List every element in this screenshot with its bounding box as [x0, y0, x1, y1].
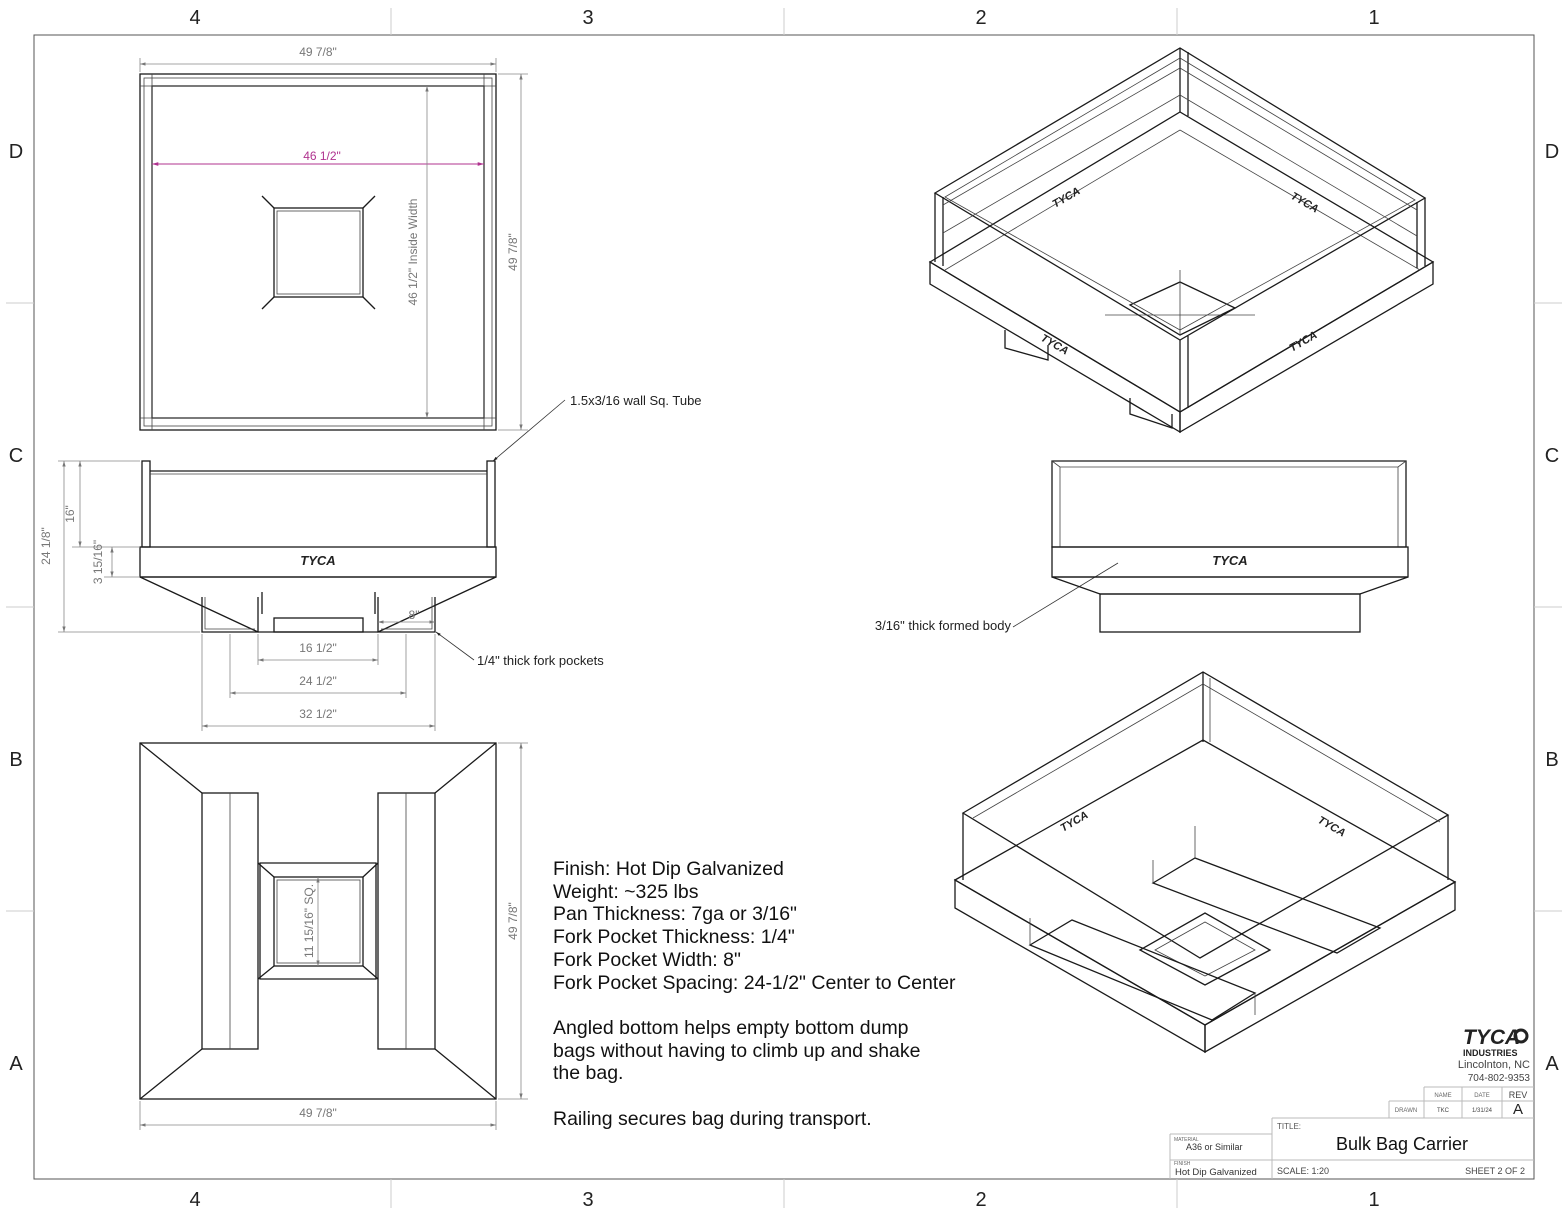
dim-top-width: 49 7/8" [299, 45, 337, 59]
callout-tube-text: 1.5x3/16 wall Sq. Tube [570, 393, 702, 408]
dim-hole-square: 11 15/16" SQ. [302, 884, 316, 958]
dim-front-total-height: 24 1/8" [39, 527, 53, 565]
zone-col-4-top: 4 [189, 7, 200, 29]
note-line: Angled bottom helps empty bottom dump [553, 1016, 909, 1039]
dim-bottom-height: 49 7/8" [506, 902, 520, 940]
tb-material-label: MATERIAL [1174, 1137, 1199, 1143]
zone-col-3-bottom: 3 [582, 1189, 593, 1211]
dim-inside-width-pink: 46 1/2" [303, 149, 341, 163]
zone-row-a-right: A [1545, 1053, 1559, 1075]
callout-body: 3/16" thick formed body [875, 562, 1119, 633]
iso-top-view: TYCA TYCA TYCA TYCA [928, 47, 1435, 434]
zone-col-1-bottom: 1 [1368, 1189, 1379, 1211]
zone-row-c-left: C [9, 445, 23, 467]
front-view-logo: TYCA [300, 553, 335, 568]
general-notes: Finish: Hot Dip Galvanized Weight: ~325 … [553, 858, 1013, 1130]
dim-side-height: 49 7/8" [506, 233, 520, 271]
tb-drawn-label: DRAWN [1395, 1108, 1417, 1114]
zone-labels: 4 3 2 1 4 3 2 1 D C B A D C B A [9, 7, 1560, 1211]
note-line: Railing secures bag during transport. [553, 1107, 872, 1130]
tb-title-label: TITLE: [1277, 1122, 1301, 1131]
dim-inside-width-vertical: 46 1/2" Inside Width [406, 199, 420, 306]
note-line: Fork Pocket Thickness: 1/4" [553, 926, 795, 949]
note-line: Fork Pocket Width: 8" [553, 948, 741, 971]
tb-name-header: NAME [1434, 1093, 1451, 1099]
callout-tube: 1.5x3/16 wall Sq. Tube [492, 393, 702, 462]
note-line: the bag. [553, 1062, 624, 1085]
dim-bottom-width: 49 7/8" [299, 1106, 337, 1120]
zone-col-2-top: 2 [975, 7, 986, 29]
tb-rev: A [1513, 1101, 1523, 1118]
callout-fork-pockets-text: 1/4" thick fork pockets [477, 653, 604, 668]
iso-top-logo-1: TYCA [1051, 185, 1083, 210]
tb-rev-header: REV [1509, 1090, 1528, 1100]
note-line: Weight: ~325 lbs [553, 880, 699, 903]
top-view [139, 73, 497, 431]
company-logo-industries: INDUSTRIES [1463, 1048, 1518, 1058]
dim-front-band-height: 3 15/16" [91, 540, 105, 584]
callout-fork-pockets: 1/4" thick fork pockets [435, 631, 604, 668]
tb-title: Bulk Bag Carrier [1336, 1134, 1468, 1154]
zone-row-d-right: D [1545, 141, 1559, 163]
iso-bottom-view: TYCA TYCA [953, 671, 1457, 1054]
zone-row-b-right: B [1545, 749, 1558, 771]
note-line: Pan Thickness: 7ga or 3/16" [553, 903, 797, 926]
tb-sheet: SHEET 2 OF 2 [1465, 1166, 1525, 1176]
front-view-dimensions: 24 1/8" 16" 3 15/16" 8" 16 1/2" 24 1/2" … [39, 460, 436, 731]
dim-front-rail-height: 16" [63, 505, 77, 523]
zone-row-b-left: B [9, 749, 22, 771]
tb-date-header: DATE [1474, 1093, 1490, 1099]
company-phone: 704-802-9353 [1468, 1073, 1531, 1084]
callout-body-text: 3/16" thick formed body [875, 618, 1012, 633]
zone-row-d-left: D [9, 141, 23, 163]
zone-col-1-top: 1 [1368, 7, 1379, 29]
note-line: Fork Pocket Spacing: 24-1/2" Center to C… [553, 971, 956, 994]
title-block: NAME DATE REV DRAWN TKC 1/31/24 A TITLE:… [1169, 1086, 1534, 1179]
tb-material: A36 or Similar [1186, 1142, 1243, 1152]
tb-drawn-date: 1/31/24 [1472, 1108, 1493, 1114]
tb-scale: SCALE: 1:20 [1277, 1166, 1329, 1176]
company-logo-brand: TYCA [1463, 1026, 1520, 1049]
dim-pocket-outer: 32 1/2" [299, 707, 337, 721]
zone-col-2-bottom: 2 [975, 1189, 986, 1211]
note-line: bags without having to climb up and shak… [553, 1039, 921, 1062]
front-view: TYCA [139, 460, 497, 633]
gear-icon [1513, 1028, 1529, 1044]
side-view: TYCA [1051, 460, 1409, 633]
zone-col-3-top: 3 [582, 7, 593, 29]
tb-finish-label: FINISH [1174, 1161, 1191, 1167]
tb-drawn-name: TKC [1437, 1108, 1450, 1114]
zone-row-c-right: C [1545, 445, 1559, 467]
side-view-logo: TYCA [1212, 553, 1247, 568]
iso-top-logo-4: TYCA [1288, 329, 1320, 354]
dim-pocket-center: 24 1/2" [299, 674, 337, 688]
dim-pocket-inner: 16 1/2" [299, 641, 337, 655]
note-line: Finish: Hot Dip Galvanized [553, 858, 784, 880]
dim-pocket-width: 8" [409, 608, 420, 622]
company-logo: TYCA INDUSTRIES Lincolnton, NC 704-802-9… [1458, 1026, 1531, 1084]
sheet-border [6, 8, 1562, 1208]
company-city: Lincolnton, NC [1458, 1059, 1530, 1071]
tb-finish: Hot Dip Galvanized [1175, 1167, 1257, 1178]
bottom-view-dimensions: 49 7/8" 49 7/8" 11 15/16" SQ. [139, 742, 528, 1130]
zone-col-4-bottom: 4 [189, 1189, 200, 1211]
iso-top-logo-2: TYCA [1289, 190, 1321, 215]
top-view-dimensions: 49 7/8" 46 1/2" 46 1/2" Inside Width 49 … [139, 45, 528, 431]
zone-row-a-left: A [9, 1053, 23, 1075]
note-spacer [553, 994, 1013, 1017]
note-spacer [553, 1085, 1013, 1108]
